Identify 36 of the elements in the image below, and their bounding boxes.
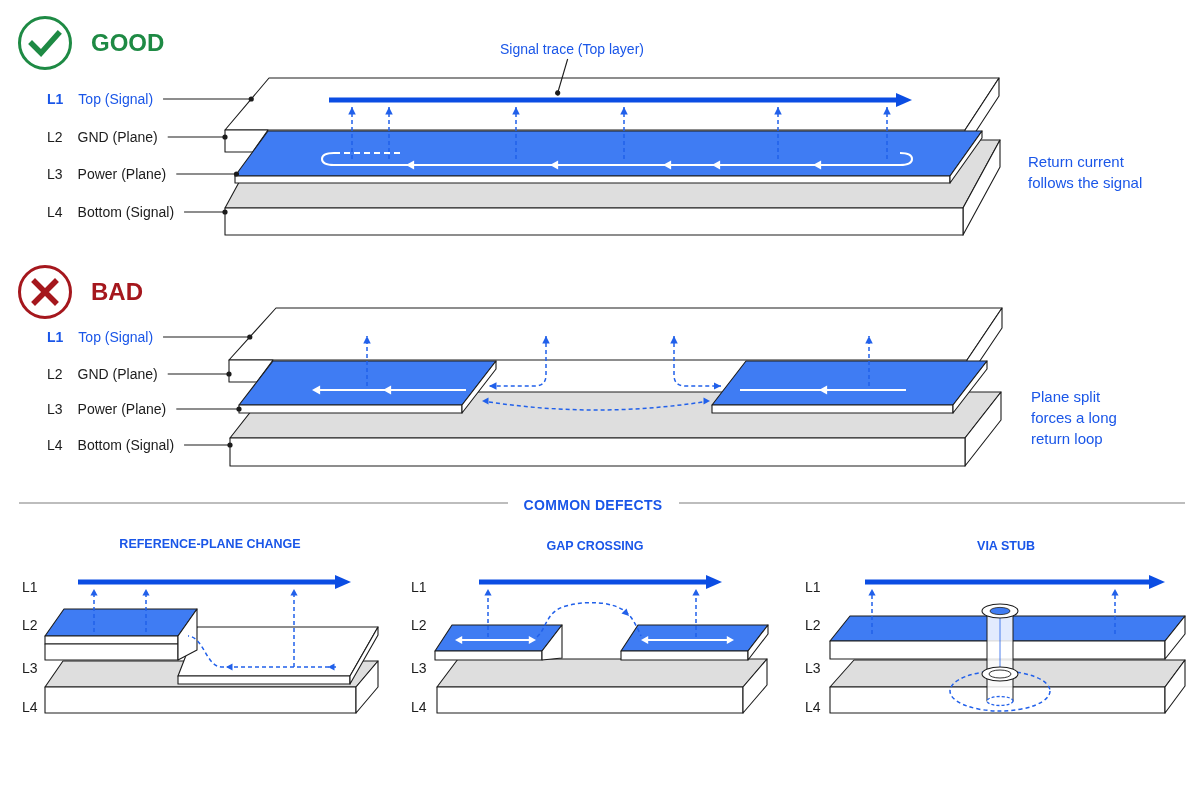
layer-number: L1	[47, 328, 64, 347]
layer-number: L1	[411, 578, 427, 596]
layer-name: Top (Signal)	[78, 328, 154, 347]
layer-number: L2	[805, 616, 821, 634]
layer-number: L2	[411, 616, 427, 634]
layer-name: Power (Plane)	[77, 165, 167, 184]
layer-number: L3	[22, 659, 38, 677]
annotation-note: Plane split forces a long return loop	[1031, 387, 1118, 449]
layer-number: L3	[47, 400, 63, 419]
layer-number: L4	[411, 698, 427, 716]
section-heading: BAD	[91, 278, 143, 306]
layer-number: L4	[47, 203, 63, 222]
layer-name: GND (Plane)	[77, 365, 158, 384]
annotation-note: Return current follows the signal	[1028, 152, 1144, 193]
layer-number: L2	[47, 128, 63, 147]
layer-name: Bottom (Signal)	[77, 436, 175, 455]
section-heading: COMMON DEFECTS	[523, 496, 663, 514]
layer-number: L3	[805, 659, 821, 677]
layer-name: Top (Signal)	[78, 90, 154, 109]
layer-number: L3	[47, 165, 63, 184]
panel-title: GAP CROSSING	[546, 538, 644, 554]
layer-number: L4	[47, 436, 63, 455]
layer-number: L2	[47, 365, 63, 384]
layer-number: L4	[805, 698, 821, 716]
layer-number: L2	[22, 616, 38, 634]
layer-number: L3	[411, 659, 427, 677]
layer-number: L1	[47, 90, 64, 109]
section-heading: GOOD	[91, 29, 165, 57]
panel-title: VIA STUB	[977, 538, 1035, 554]
panel-title: REFERENCE-PLANE CHANGE	[119, 536, 301, 552]
layer-name: Bottom (Signal)	[77, 203, 175, 222]
layer-number: L1	[805, 578, 821, 596]
layer-name: GND (Plane)	[77, 128, 158, 147]
layer-name: Power (Plane)	[77, 400, 167, 419]
layer-number: L4	[22, 698, 38, 716]
layer-number: L1	[22, 578, 38, 596]
